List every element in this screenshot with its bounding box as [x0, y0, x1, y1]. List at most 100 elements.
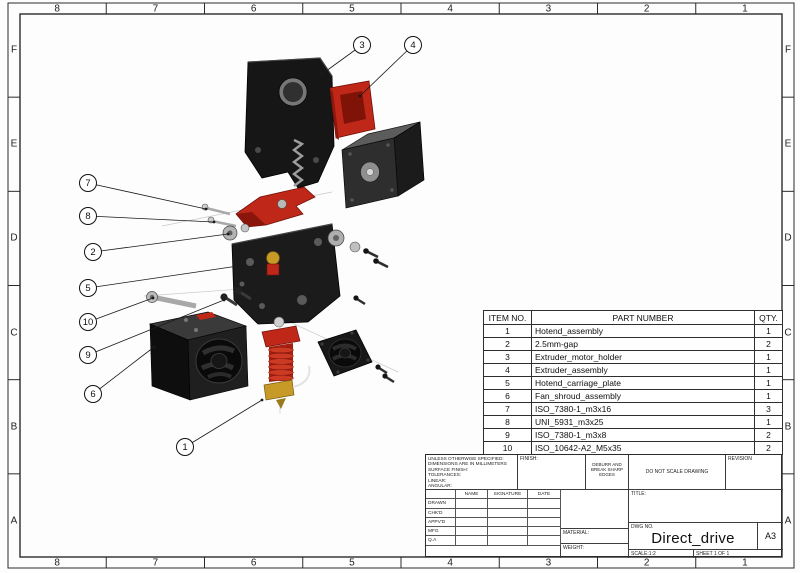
approval-header-cell: DATE	[528, 490, 561, 500]
grid-col-label-bottom: 1	[742, 557, 748, 568]
grid-col-label-top: 2	[643, 3, 650, 14]
bom-cell-qty: 1	[754, 389, 783, 403]
weight-cell: WEIGHT:	[561, 544, 629, 558]
grid-col-label-top: 8	[54, 3, 60, 14]
grid-col-label-bottom: 8	[54, 557, 60, 568]
exploded-view-illustration	[143, 57, 425, 414]
grid-col-label-top: 1	[742, 3, 748, 14]
balloon-4: 4	[404, 36, 422, 54]
bom-cell-qty: 3	[754, 402, 783, 416]
grid-row-label-right: A	[784, 515, 792, 527]
approval-empty-cell	[456, 517, 488, 528]
approval-empty-cell	[488, 499, 528, 509]
bom-cell-part: ISO_7380-1_m3x16	[531, 402, 755, 416]
grid-col-label-bottom: 4	[447, 557, 453, 568]
grid-row-label-left: C	[10, 327, 18, 339]
tolerance-note-cell: UNLESS OTHERWISE SPECIFIED:DIMENSIONS AR…	[426, 455, 518, 490]
approval-header-cell: NAME	[456, 490, 488, 500]
approval-header-cell	[426, 490, 456, 500]
part-idler-pulleys	[327, 229, 389, 269]
title-cell: TITLE:	[629, 490, 783, 523]
bom-cell-part: 2.5mm-gap	[531, 337, 755, 351]
grid-col-label-top: 5	[349, 3, 355, 14]
bom-cell-qty: 2	[754, 441, 783, 455]
part-hotend-carriage-plate	[231, 223, 341, 325]
grid-col-label-bottom: 5	[349, 557, 355, 568]
balloon-1: 1	[176, 438, 194, 456]
finish-cell: FINISH:	[518, 455, 586, 490]
balloon-5: 5	[79, 279, 97, 297]
grid-row-label-left: A	[10, 515, 18, 527]
bom-cell-qty: 1	[754, 350, 783, 364]
approval-empty-cell	[488, 527, 528, 537]
balloon-7: 7	[79, 174, 97, 192]
approval-row-label: CHK'D	[426, 508, 456, 518]
part-fan-shroud	[148, 311, 249, 401]
material-label: MATERIAL:	[563, 530, 590, 536]
approval-row-label: Q.A	[426, 536, 456, 546]
bom-cell-item: 6	[483, 389, 532, 403]
bom-cell-part: Hotend_assembly	[531, 324, 755, 338]
bom-cell-qty: 1	[754, 376, 783, 390]
grid-row-label-right: D	[784, 232, 792, 244]
revision-label: REVISION	[728, 456, 752, 462]
dwg-no-cell: DWG NO. Direct_drive	[629, 523, 758, 550]
approval-empty-cell	[528, 517, 561, 528]
approval-header-cell: SIGNATURE	[488, 490, 528, 500]
bom-cell-item: 4	[483, 363, 532, 377]
scale-cell: SCALE:1:2	[629, 550, 694, 558]
balloon-6: 6	[84, 385, 102, 403]
bom-header-qty: QTY.	[754, 310, 783, 325]
balloon-3: 3	[353, 36, 371, 54]
balloon-8: 8	[79, 207, 97, 225]
sheet-frame	[7, 2, 795, 569]
grid-col-label-top: 3	[545, 3, 552, 14]
finish-label: FINISH:	[520, 456, 538, 462]
bom-cell-part: UNI_5931_m3x25	[531, 415, 755, 429]
approval-row-label: MFG	[426, 527, 456, 537]
dwg-no-label: DWG NO.	[631, 524, 654, 530]
approval-empty-cell	[488, 508, 528, 518]
part-extruder-arm	[201, 186, 316, 228]
approval-empty-cell	[528, 527, 561, 537]
bom-header-part: PART NUMBER	[531, 310, 755, 325]
bom-cell-item: 3	[483, 350, 532, 364]
approval-empty-cell	[528, 536, 561, 546]
bom-cell-qty: 1	[754, 363, 783, 377]
mid-empty-cell	[561, 490, 629, 529]
drawing-number: Direct_drive	[651, 530, 735, 547]
grid-row-label-right: F	[784, 44, 792, 56]
grid-row-label-left: F	[10, 44, 18, 56]
grid-row-label-right: C	[784, 327, 792, 339]
paper-size-cell: A3	[758, 523, 783, 550]
part-stepper-motor	[341, 121, 425, 209]
spec-note-line: LINEAR:	[428, 477, 447, 483]
grid-row-label-left: D	[10, 232, 18, 244]
part-axial-fan	[317, 295, 395, 384]
bom-cell-item: 7	[483, 402, 532, 416]
approval-empty-cell	[528, 508, 561, 518]
weight-label: WEIGHT:	[563, 545, 584, 551]
zone-tick-marks	[8, 3, 794, 568]
approval-empty-cell	[488, 536, 528, 546]
bom-cell-item: 1	[483, 324, 532, 338]
bom-cell-part: Extruder_motor_holder	[531, 350, 755, 364]
bom-cell-item: 5	[483, 376, 532, 390]
part-extruder-bracket	[329, 80, 376, 140]
bom-cell-qty: 1	[754, 415, 783, 429]
part-hotend	[261, 316, 311, 409]
bom-cell-qty: 1	[754, 324, 783, 338]
spec-note-line: TOLERANCES:	[428, 472, 461, 478]
spec-note-line: DIMENSIONS ARE IN MILLIMETERS	[428, 461, 507, 467]
